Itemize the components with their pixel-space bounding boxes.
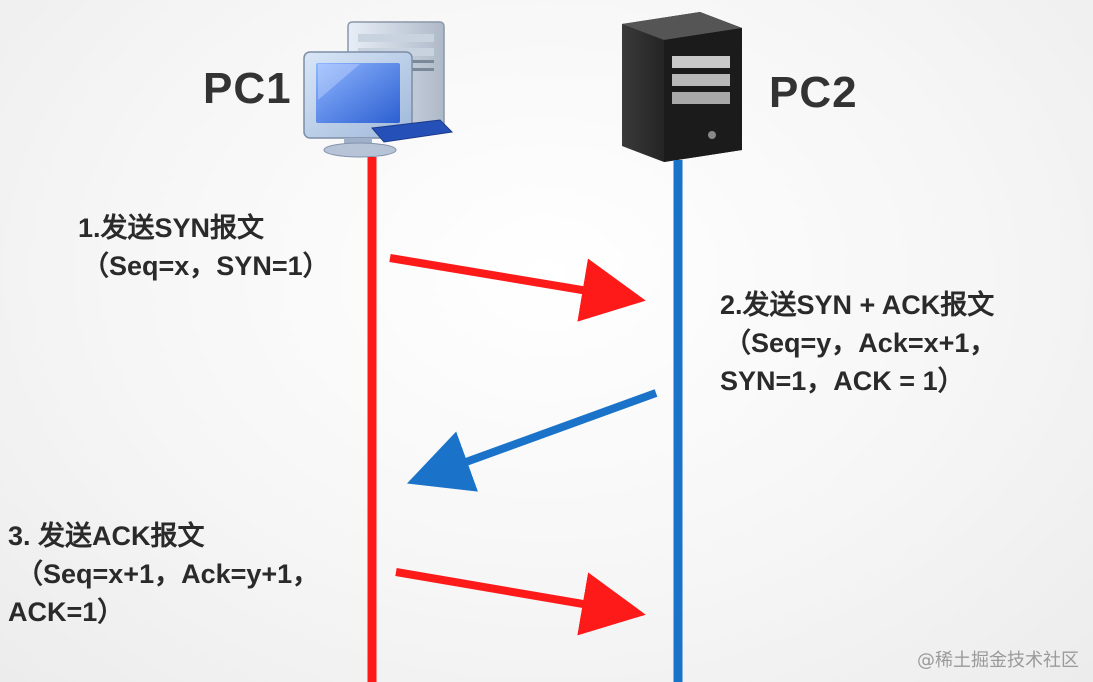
message-2-line3: SYN=1，ACK = 1） xyxy=(720,366,965,396)
ack-arrow xyxy=(395,568,646,636)
desktop-computer-icon xyxy=(303,21,454,158)
message-1-line1: 1.发送SYN报文 xyxy=(78,213,265,243)
syn-arrow xyxy=(389,254,646,322)
message-3-line3: ACK=1） xyxy=(8,597,125,627)
message-3-text: 3. 发送ACK报文 （Seq=x+1，Ack=y+1， ACK=1） xyxy=(8,517,319,631)
message-3-line1: 3. 发送ACK报文 xyxy=(8,521,205,551)
server-tower-icon xyxy=(622,12,742,162)
message-3-line2: （Seq=x+1，Ack=y+1， xyxy=(16,559,320,589)
message-2-line2: （Seq=y，Ack=x+1， xyxy=(724,328,997,358)
message-1-text: 1.发送SYN报文 （Seq=x，SYN=1） xyxy=(78,209,330,285)
syn-ack-arrow xyxy=(406,389,658,492)
watermark: @稀土掘金技术社区 xyxy=(917,650,1079,671)
message-1-line2: （Seq=x，SYN=1） xyxy=(82,251,330,281)
message-2-text: 2.发送SYN + ACK报文 （Seq=y，Ack=x+1， SYN=1，AC… xyxy=(720,286,996,400)
message-2-line1: 2.发送SYN + ACK报文 xyxy=(720,290,995,320)
pc2-label: PC2 xyxy=(769,68,858,117)
pc1-label: PC1 xyxy=(203,64,292,113)
